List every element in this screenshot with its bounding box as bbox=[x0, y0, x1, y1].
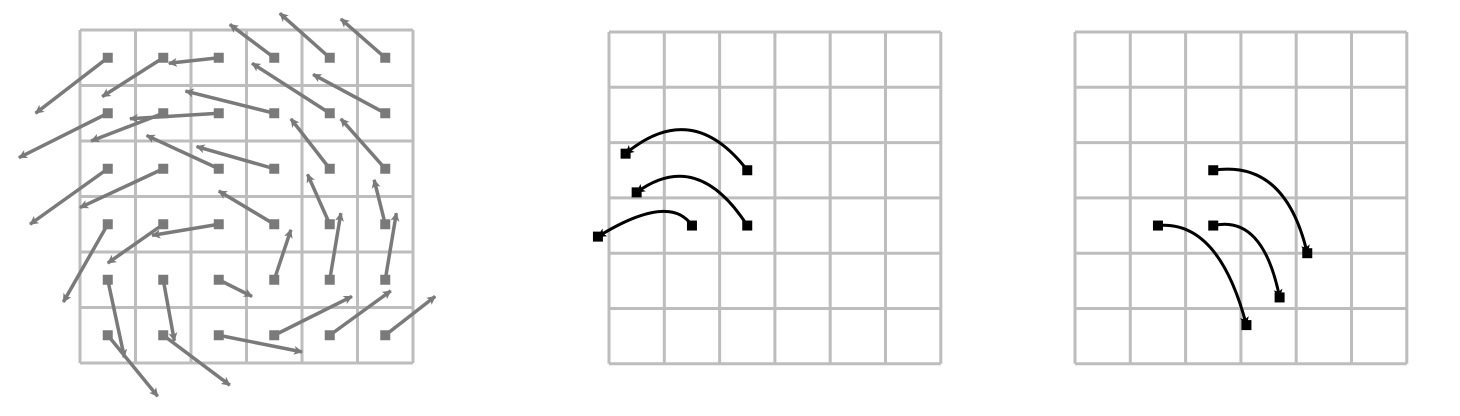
field-origin-marker bbox=[213, 274, 224, 285]
field-origin-marker bbox=[158, 330, 169, 341]
trajectory-end-marker bbox=[631, 187, 642, 198]
field-arrow bbox=[289, 117, 332, 170]
field-arrow bbox=[167, 56, 219, 67]
field-arrow bbox=[34, 56, 109, 115]
trajectory-end-marker bbox=[1302, 248, 1313, 259]
field-origin-marker bbox=[213, 163, 224, 174]
field-origin-marker bbox=[324, 163, 335, 174]
grid bbox=[607, 30, 943, 366]
field-origin-marker bbox=[102, 219, 113, 230]
field-origin-marker bbox=[158, 274, 169, 285]
field-origin-marker bbox=[324, 330, 335, 341]
field-arrow bbox=[129, 111, 219, 123]
field-arrow bbox=[312, 72, 387, 115]
field-origin-marker bbox=[380, 274, 391, 285]
field-arrow bbox=[383, 212, 400, 281]
field-arrow bbox=[328, 212, 344, 281]
field-origin-marker bbox=[324, 219, 335, 230]
field-origin-marker bbox=[102, 52, 113, 63]
trajectories-right-panel bbox=[1073, 30, 1409, 366]
grid bbox=[78, 28, 415, 365]
field-origin-marker bbox=[158, 163, 169, 174]
field-origin-marker bbox=[380, 219, 391, 230]
trajectory-end-marker bbox=[1274, 292, 1285, 303]
field-arrow bbox=[384, 295, 437, 337]
field-origin-marker bbox=[380, 163, 391, 174]
field-arrow bbox=[339, 17, 387, 60]
trajectory-start-marker bbox=[686, 220, 697, 231]
trajectory-start-marker bbox=[1208, 165, 1219, 176]
field-arrow bbox=[273, 294, 353, 337]
field-origin-marker bbox=[102, 108, 113, 119]
trajectory-start-marker bbox=[1152, 220, 1163, 231]
trajectory-end-marker bbox=[620, 148, 631, 159]
field-arrow bbox=[106, 334, 160, 398]
trajectory-start-marker bbox=[1208, 220, 1219, 231]
field-arrow bbox=[79, 167, 164, 210]
field-arrow bbox=[272, 228, 293, 281]
field-arrow bbox=[217, 189, 276, 226]
field-origin-marker bbox=[158, 108, 169, 119]
field-arrow bbox=[29, 167, 109, 226]
field-arrow bbox=[328, 289, 392, 337]
trajectory-path bbox=[1212, 222, 1283, 299]
field-arrow bbox=[161, 279, 178, 342]
trajectory-end-marker bbox=[1241, 320, 1252, 331]
trajectory-path bbox=[597, 209, 694, 238]
field-arrow bbox=[339, 117, 387, 170]
field-origin-marker bbox=[269, 219, 280, 230]
field-origin-marker bbox=[213, 108, 224, 119]
field-arrow bbox=[195, 144, 275, 171]
field-origin-marker bbox=[269, 163, 280, 174]
field-origin-marker bbox=[380, 52, 391, 63]
field-origin-marker bbox=[269, 274, 280, 285]
field-arrow bbox=[151, 222, 220, 239]
field-origin-marker bbox=[380, 108, 391, 119]
field-origin-marker bbox=[213, 330, 224, 341]
field-arrow bbox=[305, 173, 332, 225]
field-arrow bbox=[218, 333, 303, 355]
trajectory-path bbox=[1213, 167, 1310, 255]
trajectory-end-marker bbox=[592, 231, 603, 242]
trajectory-start-marker bbox=[742, 220, 753, 231]
field-arrow bbox=[278, 12, 331, 60]
field-arrow bbox=[106, 279, 128, 359]
field-origin-marker bbox=[380, 330, 391, 341]
field-origin-marker bbox=[269, 52, 280, 63]
field-origin-marker bbox=[102, 330, 113, 341]
field-origin-marker bbox=[102, 274, 113, 285]
field-origin-marker bbox=[158, 52, 169, 63]
field-arrow bbox=[184, 88, 275, 115]
field-arrow bbox=[61, 223, 110, 303]
field-origin-marker bbox=[269, 108, 280, 119]
trajectory-path bbox=[635, 174, 749, 227]
field-origin-marker bbox=[102, 163, 113, 174]
grid bbox=[1073, 30, 1409, 366]
trajectory-path bbox=[624, 128, 749, 172]
field-origin-marker bbox=[324, 274, 335, 285]
field-arrow bbox=[101, 56, 165, 99]
field-arrow bbox=[18, 111, 109, 160]
field-arrow bbox=[162, 333, 231, 387]
field-arrow bbox=[228, 23, 276, 60]
vector-field-panel bbox=[18, 12, 437, 398]
field-arrow bbox=[251, 61, 331, 115]
field-arrow bbox=[217, 278, 253, 298]
trajectories-left-panel bbox=[592, 30, 943, 366]
field-origin-marker bbox=[324, 108, 335, 119]
field-origin-marker bbox=[269, 330, 280, 341]
field-origin-marker bbox=[213, 219, 224, 230]
field-arrow bbox=[371, 178, 387, 225]
trajectory-path bbox=[1157, 223, 1249, 326]
field-origin-marker bbox=[158, 219, 169, 230]
field-arrow bbox=[145, 133, 220, 171]
field-origin-marker bbox=[324, 52, 335, 63]
trajectory-start-marker bbox=[742, 165, 753, 176]
field-origin-marker bbox=[213, 52, 224, 63]
